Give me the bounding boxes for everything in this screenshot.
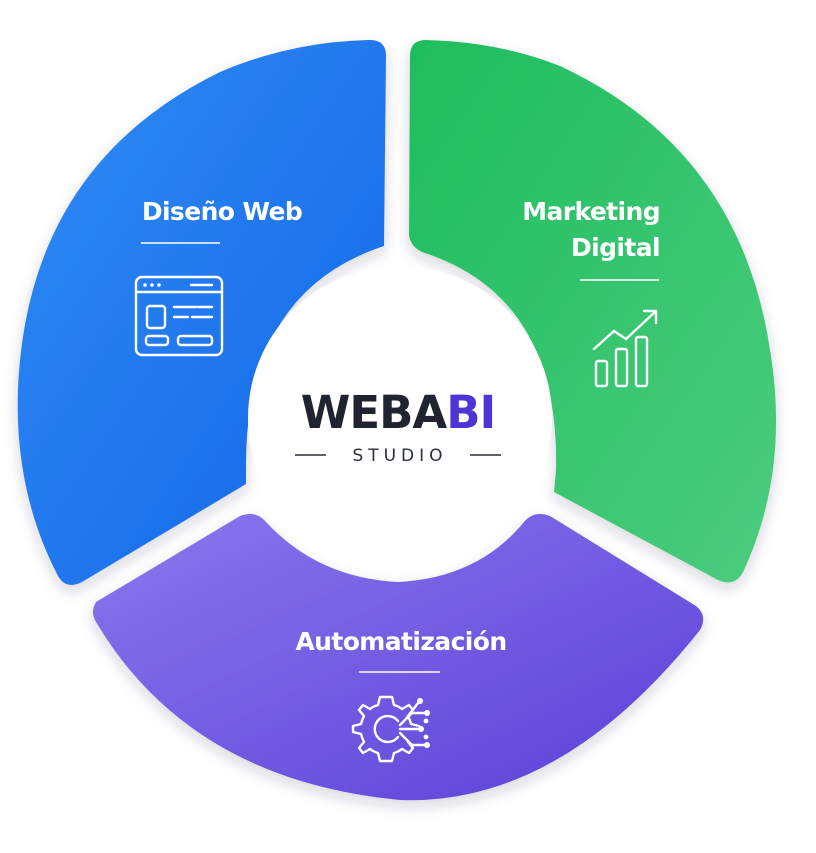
segment-marketing-digital-title-line2: Digital bbox=[571, 233, 660, 262]
segment-automatizacion: Automatización bbox=[93, 514, 704, 801]
segment-marketing-digital: Marketing Digital bbox=[409, 40, 777, 583]
segment-automatizacion-title: Automatización bbox=[295, 627, 506, 656]
browser-layout-icon bbox=[134, 275, 224, 357]
segment-marketing-digital-shape bbox=[409, 40, 777, 583]
growth-chart-icon bbox=[592, 309, 658, 388]
brand-name: WEBABI bbox=[301, 386, 496, 439]
gear-network-icon bbox=[351, 695, 430, 763]
segment-marketing-digital-title-line1: Marketing bbox=[522, 197, 660, 226]
segment-diseno-web: Diseño Web bbox=[17, 40, 386, 585]
brand-name-part1: WEBA bbox=[301, 386, 448, 439]
center-logo: WEBABI STUDIO bbox=[248, 266, 552, 570]
segment-diseno-web-shape bbox=[17, 40, 386, 585]
brand-name-part2: BI bbox=[446, 386, 495, 439]
segment-diseno-web-title: Diseño Web bbox=[142, 197, 302, 226]
center-circle bbox=[248, 266, 552, 570]
brand-tagline: STUDIO bbox=[352, 446, 447, 466]
segment-automatizacion-shape bbox=[93, 514, 704, 801]
